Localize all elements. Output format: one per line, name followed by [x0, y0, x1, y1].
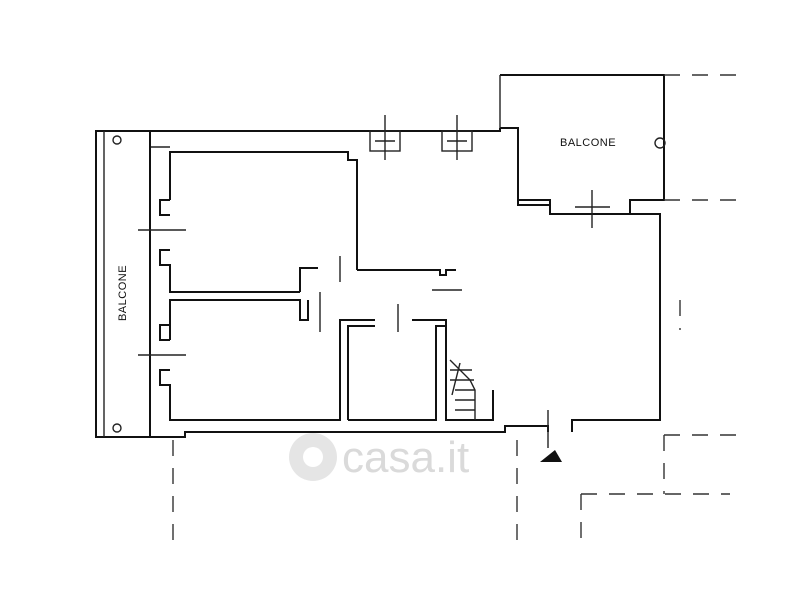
watermark: casa.it	[289, 433, 469, 482]
balcony-right-label: BALCONE	[560, 137, 616, 149]
corridor	[319, 256, 462, 332]
room-bathroom	[347, 304, 447, 421]
room-lower-left	[159, 299, 375, 421]
property-lines	[172, 74, 736, 540]
windows	[138, 115, 610, 356]
balcony-left: BALCONE	[95, 130, 151, 438]
entrance-marker	[540, 410, 562, 462]
outer-walls	[149, 127, 661, 438]
balcony-right: BALCONE	[499, 74, 666, 215]
watermark-text: casa.it	[342, 433, 469, 482]
balcony-left-label: BALCONE	[117, 265, 129, 321]
staircase	[445, 326, 494, 421]
entrance-triangle-icon	[540, 450, 562, 462]
room-upper-left	[159, 151, 358, 293]
